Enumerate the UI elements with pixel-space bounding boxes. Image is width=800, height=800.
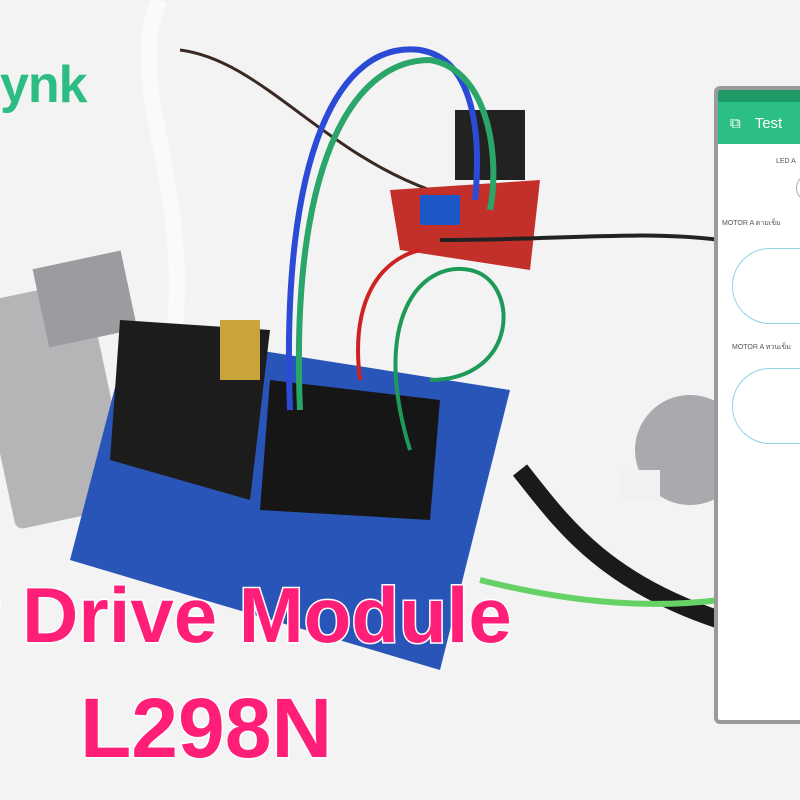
l298n-module [390,110,540,270]
title-line-2: L298N [78,680,333,777]
phone-screen: ⧉ Test LED A MOTOR A ตามเข็ม O MOTOR A ท… [714,86,800,724]
gear-motor [0,250,138,529]
app-bar: ⧉ Test [718,102,800,144]
app-icon[interactable]: ⧉ [730,114,741,132]
title-line-1: r Drive Module [0,570,513,661]
status-bar [718,90,800,102]
white-cable [140,0,185,521]
jumper-wires [285,46,480,411]
motor-cw-label: MOTOR A ตามเข็ม [722,220,781,227]
motor-ccw-button[interactable]: O [732,368,800,444]
motor-cw-button[interactable]: O [732,248,800,324]
led-widget[interactable] [796,174,800,202]
brand-logo-text: ynk [0,56,88,114]
motor-ccw-label: MOTOR A ทวนเข็ม [732,344,791,351]
app-title: Test [754,114,783,132]
led-label: LED A [776,158,796,165]
